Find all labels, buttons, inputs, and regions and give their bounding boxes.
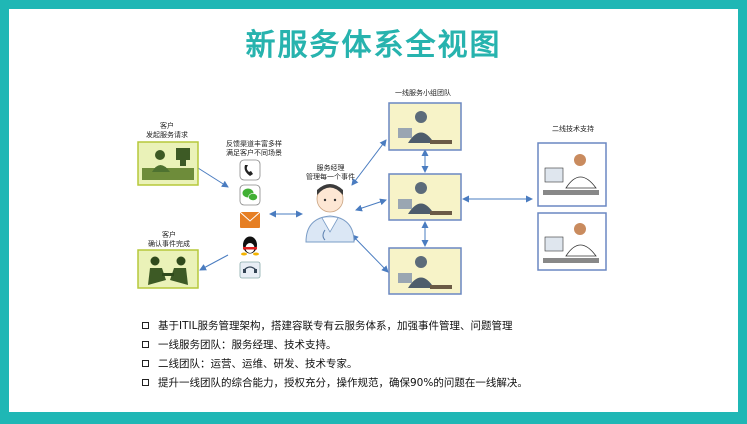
first-line-team-label: 一线服务小组团队 [395, 89, 451, 97]
arrow-request-to-channels [197, 167, 229, 188]
customer-confirm-label: 客户 确认事件完成 [148, 231, 190, 249]
qq-icon [241, 236, 259, 256]
arrow-manager-team-mid [355, 198, 387, 212]
arrow-channels-to-confirm [199, 254, 229, 271]
bullet-square-icon [142, 322, 149, 329]
customer-request-label: 客户 发起服务请求 [146, 122, 188, 140]
customer-confirm-image [137, 249, 199, 289]
bullet-item: 一线服务团队：服务经理、技术支持。 [142, 335, 702, 354]
customer-confirm-line2: 确认事件完成 [148, 240, 190, 248]
phone-icon [239, 159, 261, 181]
team-member-3-image [388, 247, 462, 295]
page-title: 新服务体系全视图 [245, 28, 502, 63]
team-member-1-image [388, 102, 462, 151]
frame-left [0, 0, 9, 424]
service-manager-label: 服务经理 管理每一个事件 [306, 164, 355, 182]
bullet-list: 基于ITIL服务管理架构，搭建容联专有云服务体系，加强事件管理、问题管理 一线服… [142, 316, 702, 392]
frame-top [0, 0, 747, 9]
channels-caption-line2: 满足客户不同场景 [226, 149, 282, 157]
wechat-icon [239, 184, 261, 206]
bullet-item: 提升一线团队的综合能力，授权充分，操作规范，确保90%的问题在一线解决。 [142, 373, 702, 392]
customer-request-line2: 发起服务请求 [146, 131, 188, 139]
service-manager-line1: 服务经理 [316, 164, 345, 172]
bullet-item: 二线团队：运营、运维、研发、技术专家。 [142, 354, 702, 373]
service-manager-image [305, 184, 355, 243]
arrow-manager-team-top [351, 139, 387, 186]
support-engineer-1-image [537, 142, 607, 207]
arrows [197, 139, 533, 273]
email-icon [239, 211, 261, 228]
service-manager-line2: 管理每一个事件 [306, 173, 355, 181]
second-line-support-label: 二线技术支持 [552, 125, 594, 133]
channels-caption-line1: 反馈渠道丰富多样 [226, 140, 282, 148]
customer-request-image [137, 141, 199, 186]
bullet-item: 基于ITIL服务管理架构，搭建容联专有云服务体系，加强事件管理、问题管理 [142, 316, 702, 335]
bullet-square-icon [142, 379, 149, 386]
frame-bottom [0, 412, 747, 424]
bullet-text: 提升一线团队的综合能力，授权充分，操作规范，确保90%的问题在一线解决。 [158, 377, 528, 389]
bullet-square-icon [142, 360, 149, 367]
bullet-text: 基于ITIL服务管理架构，搭建容联专有云服务体系，加强事件管理、问题管理 [158, 320, 513, 332]
customer-request-line1: 客户 [160, 122, 174, 130]
support-engineer-2-image [537, 212, 607, 271]
hotline-icon [239, 261, 261, 279]
bullet-square-icon [142, 341, 149, 348]
bullet-text: 二线团队：运营、运维、研发、技术专家。 [158, 358, 358, 370]
frame-right [738, 0, 747, 424]
channels-caption: 反馈渠道丰富多样 满足客户不同场景 [226, 140, 282, 158]
customer-confirm-line1: 客户 [162, 231, 176, 239]
bullet-text: 一线服务团队：服务经理、技术支持。 [158, 339, 337, 351]
arrow-manager-team-bottom [351, 234, 389, 273]
team-member-2-image [388, 173, 462, 221]
